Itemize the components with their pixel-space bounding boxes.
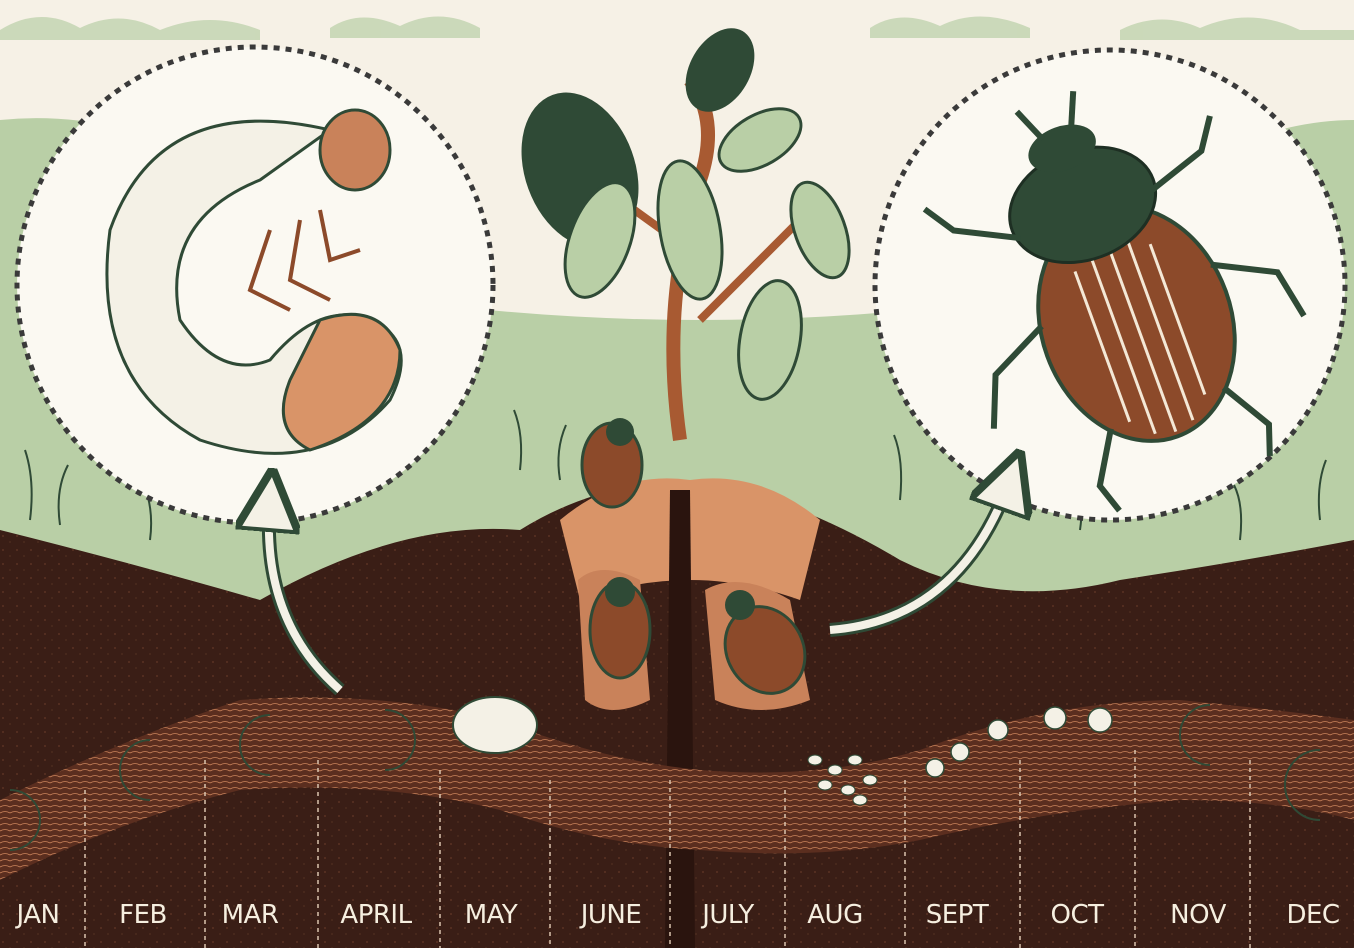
month-label-aug: AUG xyxy=(807,900,862,930)
month-label-dec: DEC xyxy=(1286,900,1339,930)
grub-inset xyxy=(17,47,493,523)
month-label-july: JULY xyxy=(702,900,754,930)
month-label-june: JUNE xyxy=(581,900,642,930)
month-label-nov: NOV xyxy=(1170,900,1226,930)
grub-head xyxy=(320,110,390,190)
month-label-jan: JAN xyxy=(17,900,60,930)
month-label-may: MAY xyxy=(465,900,518,930)
month-timeline: JAN FEB MAR APRIL MAY JUNE JULY AUG SEPT… xyxy=(0,888,1354,948)
month-label-oct: OCT xyxy=(1050,900,1103,930)
month-label-april: APRIL xyxy=(340,900,411,930)
month-label-mar: MAR xyxy=(222,900,279,930)
month-label-sept: SEPT xyxy=(926,900,989,930)
pupa-icon xyxy=(453,697,537,753)
month-label-feb: FEB xyxy=(119,900,167,930)
